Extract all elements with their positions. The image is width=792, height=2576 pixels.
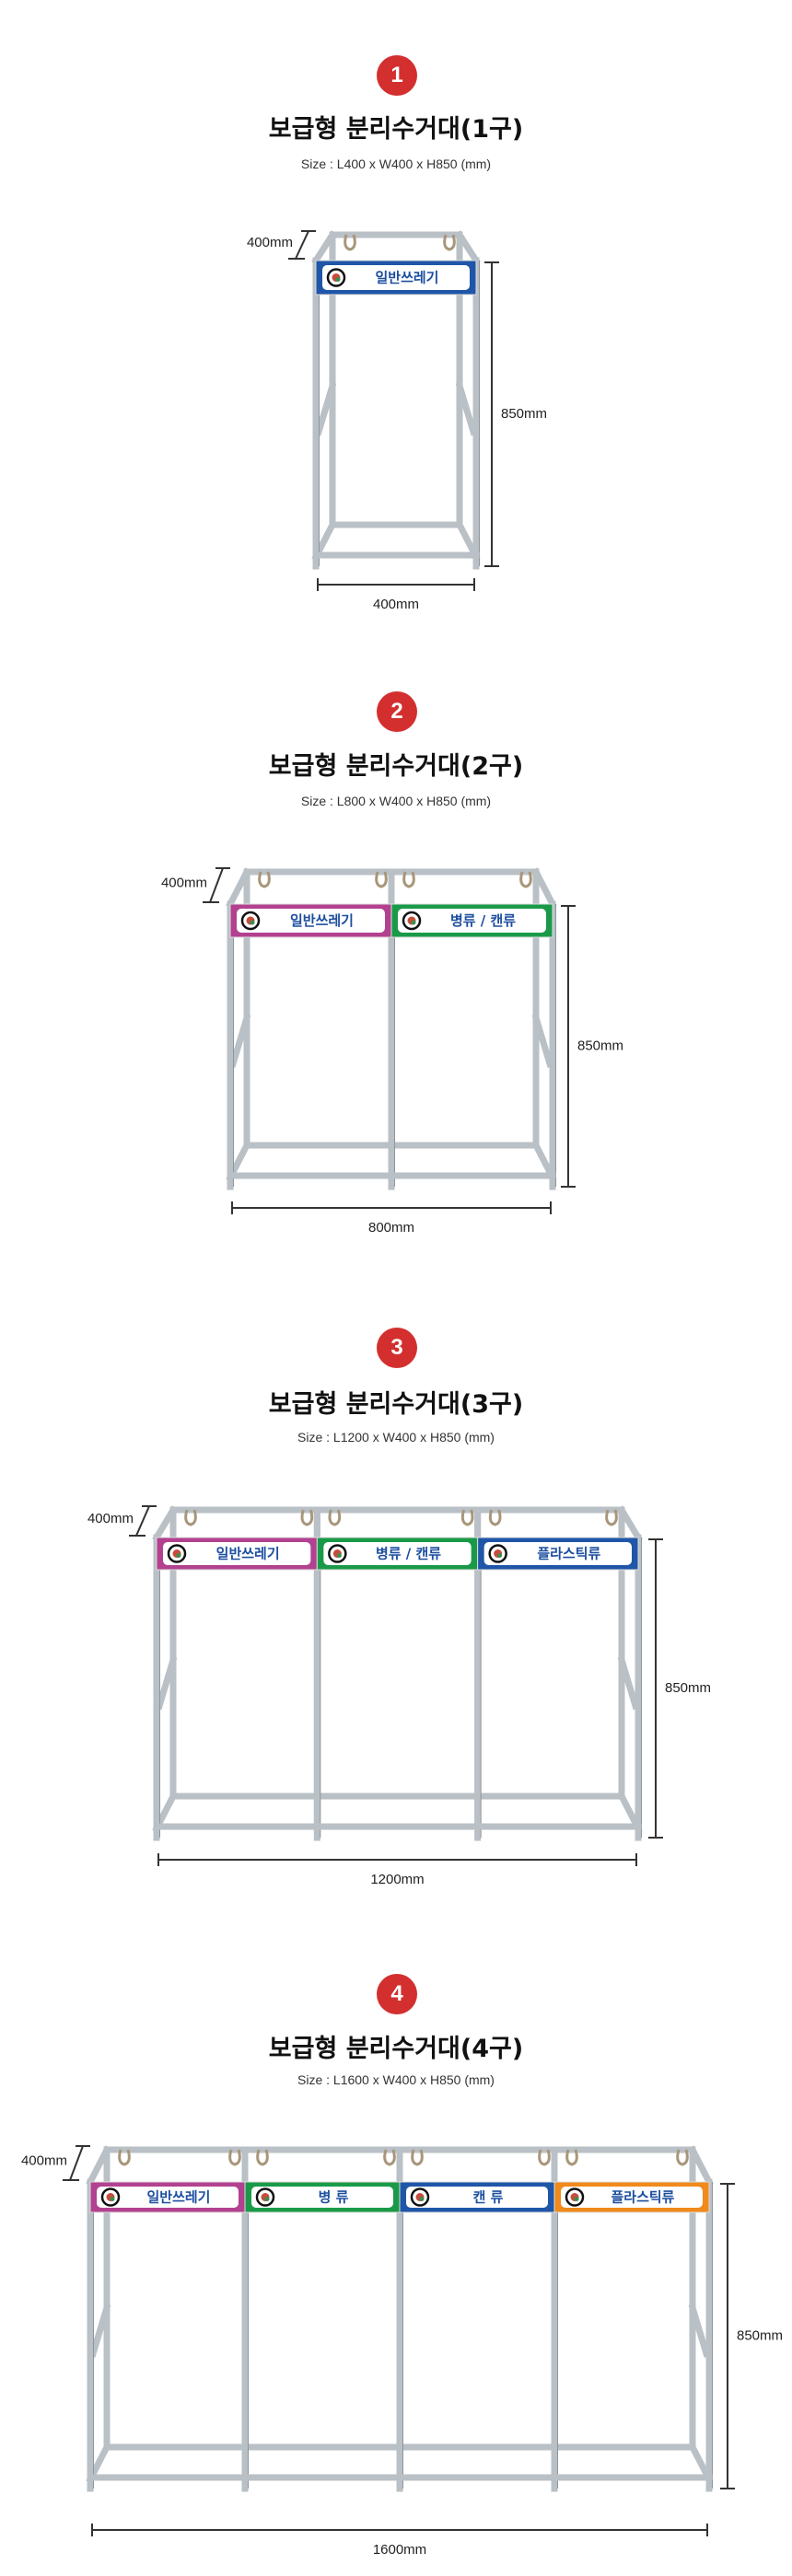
recycle-logo-icon (328, 1544, 347, 1563)
section-number-badge: 2 (377, 691, 417, 732)
recycle-logo-icon (326, 268, 346, 287)
rack-illustration: 일반쓰레기 병류 / 캔류 850mm 800mm 400mm (161, 867, 623, 1236)
recycle-logo-icon (565, 2187, 585, 2207)
section-number-badge: 3 (377, 1328, 417, 1368)
sign-label: 일반쓰레기 (146, 2189, 210, 2206)
width-dimension-label: 400mm (373, 597, 419, 612)
width-dimension-label: 1600mm (373, 2542, 426, 2558)
sign-plate: 일반쓰레기 (89, 2181, 246, 2213)
rack-illustration: 일반쓰레기 병류 / 캔류 플라스틱류 850mm 1200mm 400mm (87, 1505, 711, 1887)
sign-plate: 플라스틱류 (553, 2181, 710, 2213)
sign-label: 병류 / 캔류 (450, 912, 516, 929)
depth-dimension-label: 400mm (247, 235, 293, 250)
recycle-logo-icon (410, 2187, 430, 2207)
height-dimension-label: 850mm (737, 2328, 783, 2344)
width-dimension-label: 1200mm (370, 1872, 424, 1887)
recycle-logo-icon (167, 1544, 187, 1563)
section-number-badge: 4 (377, 1974, 417, 2014)
sign-plate: 캔 류 (399, 2181, 555, 2213)
rack-illustration: 일반쓰레기 병 류 캔 류 플라스틱류 850mm 1600mm 400mm (21, 2145, 783, 2558)
rack-illustration: 일반쓰레기 850mm 400mm 400mm (247, 230, 547, 612)
sign-label: 플라스틱류 (611, 2189, 674, 2206)
recycle-logo-icon (488, 1544, 507, 1563)
sign-label: 일반쓰레기 (375, 270, 438, 286)
sign-label: 병 류 (319, 2189, 349, 2206)
sign-plate: 일반쓰레기 (315, 260, 477, 296)
sign-plate: 일반쓰레기 (229, 903, 392, 938)
product-size: Size : L1200 x W400 x H850 (mm) (297, 1430, 495, 1445)
product-title: 보급형 분리수거대(2구) (268, 752, 524, 781)
height-dimension-label: 850mm (665, 1680, 711, 1696)
sign-label: 플라스틱류 (537, 1546, 600, 1562)
sign-plate: 병류 / 캔류 (316, 1537, 479, 1571)
product-title: 보급형 분리수거대(4구) (268, 2035, 524, 2063)
sign-plate: 병류 / 캔류 (390, 903, 553, 938)
height-dimension-label: 850mm (577, 1039, 623, 1054)
recycle-logo-icon (402, 911, 422, 931)
product-title: 보급형 분리수거대(3구) (268, 1390, 524, 1419)
sign-label: 캔 류 (473, 2189, 504, 2206)
depth-dimension-label: 400mm (161, 876, 207, 891)
sign-label: 일반쓰레기 (216, 1546, 280, 1562)
sign-label: 병류 / 캔류 (376, 1546, 441, 1562)
sign-plate: 일반쓰레기 (156, 1537, 318, 1571)
sign-plate: 병 류 (244, 2181, 401, 2213)
height-dimension-label: 850mm (501, 406, 547, 422)
product-size: Size : L800 x W400 x H850 (mm) (300, 794, 492, 808)
sign-plate: 플라스틱류 (477, 1537, 639, 1571)
depth-dimension-label: 400mm (21, 2153, 67, 2169)
product-size: Size : L400 x W400 x H850 (mm) (300, 157, 492, 171)
product-title: 보급형 분리수거대(1구) (268, 115, 524, 144)
recycle-logo-icon (240, 911, 261, 931)
recycle-logo-icon (255, 2187, 275, 2207)
depth-dimension-label: 400mm (87, 1511, 134, 1526)
section-number-badge: 1 (377, 55, 417, 96)
recycle-logo-icon (100, 2187, 121, 2207)
width-dimension-label: 800mm (368, 1220, 414, 1236)
sign-label: 일반쓰레기 (290, 912, 354, 929)
product-size: Size : L1600 x W400 x H850 (mm) (297, 2072, 495, 2087)
